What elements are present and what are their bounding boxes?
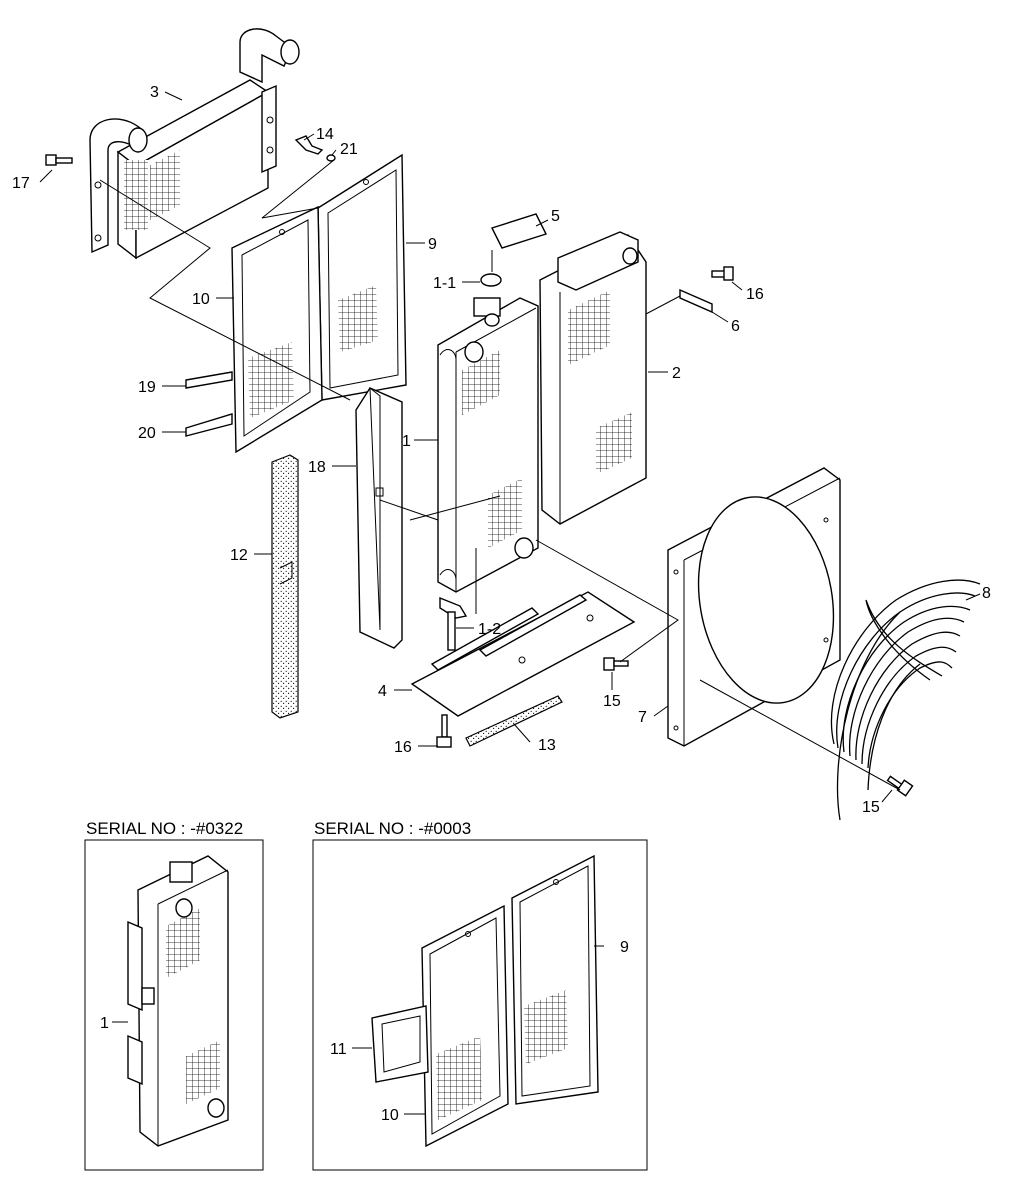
- callout-3: 3: [150, 84, 159, 101]
- callout-20: 20: [138, 425, 156, 442]
- support-frame-part-4: [410, 591, 636, 717]
- callout-21: 21: [340, 141, 358, 158]
- inset-right-callout-11: 11: [330, 1041, 347, 1058]
- bracket-part-20: [185, 413, 233, 437]
- screen-part-10-variant: [421, 904, 509, 1148]
- fan-guard-part-8: [830, 579, 981, 821]
- callout-16-upper: 16: [746, 286, 764, 303]
- screen-part-9-variant: [511, 854, 599, 1105]
- inset-right-callout-9: 9: [620, 939, 629, 956]
- callout-1-2: 1-2: [478, 621, 501, 638]
- bracket-part-19: [185, 371, 233, 389]
- frame-part-11: [371, 1005, 429, 1083]
- inset-left-title: SERIAL NO : -#0322: [86, 819, 243, 838]
- fan-shroud-part-7: [667, 467, 841, 747]
- callout-19: 19: [138, 379, 156, 396]
- callout-1: 1: [402, 433, 411, 450]
- radiator-variant: [127, 855, 229, 1147]
- intercooler-part-3: [89, 28, 300, 260]
- bolt-part-17: [45, 154, 73, 166]
- callout-labels: 3 14 21 17 9 10 5 1-1 16 6 2 19 20 1 18 …: [12, 84, 991, 816]
- drain-part-1-2: [439, 596, 468, 651]
- radiator-part-1: [437, 297, 539, 593]
- washer-part-21: [326, 154, 336, 162]
- callout-12: 12: [230, 547, 248, 564]
- callout-7: 7: [638, 709, 647, 726]
- callout-2: 2: [672, 365, 681, 382]
- callout-5: 5: [551, 208, 560, 225]
- inset-right-title: SERIAL NO : -#0003: [314, 819, 471, 838]
- bolt-part-16-upper: [711, 266, 734, 281]
- seal-part-12: [271, 454, 299, 719]
- bolt-part-15-lower: [886, 775, 914, 797]
- callout-8: 8: [982, 585, 991, 602]
- callout-10: 10: [192, 291, 210, 308]
- inset-left-callout-1: 1: [100, 1015, 109, 1032]
- leader-lines: [39, 91, 981, 803]
- inset-serial-0322: SERIAL NO : -#0322 1: [84, 819, 264, 1171]
- callout-16-lower: 16: [394, 739, 412, 756]
- radiator-cap-part-1-1: [473, 273, 502, 327]
- rubber-strip-part-13: [465, 695, 563, 747]
- bracket-part-6: [679, 288, 713, 314]
- bracket-part-5: [491, 213, 547, 249]
- wing-bolt-part-14: [294, 135, 324, 155]
- callout-6: 6: [731, 318, 740, 335]
- callout-15-upper: 15: [603, 693, 621, 710]
- callout-1-1: 1-1: [433, 275, 456, 292]
- callout-9: 9: [428, 236, 437, 253]
- bolt-part-15-upper: [603, 657, 629, 671]
- callout-4: 4: [378, 683, 387, 700]
- callout-13: 13: [538, 737, 556, 754]
- side-plate-part-18: [355, 386, 403, 649]
- inset-serial-0003: SERIAL NO : -#0003 9 11 10: [312, 819, 648, 1171]
- callout-18: 18: [308, 459, 326, 476]
- oil-cooler-part-2: [539, 231, 647, 525]
- screen-part-9: [317, 153, 407, 401]
- bolt-part-16-lower: [436, 714, 452, 748]
- callout-15-lower: 15: [862, 799, 880, 816]
- callout-14: 14: [316, 126, 334, 143]
- inset-right-callout-10: 10: [381, 1107, 399, 1124]
- callout-17: 17: [12, 175, 30, 192]
- screen-part-10: [231, 205, 323, 454]
